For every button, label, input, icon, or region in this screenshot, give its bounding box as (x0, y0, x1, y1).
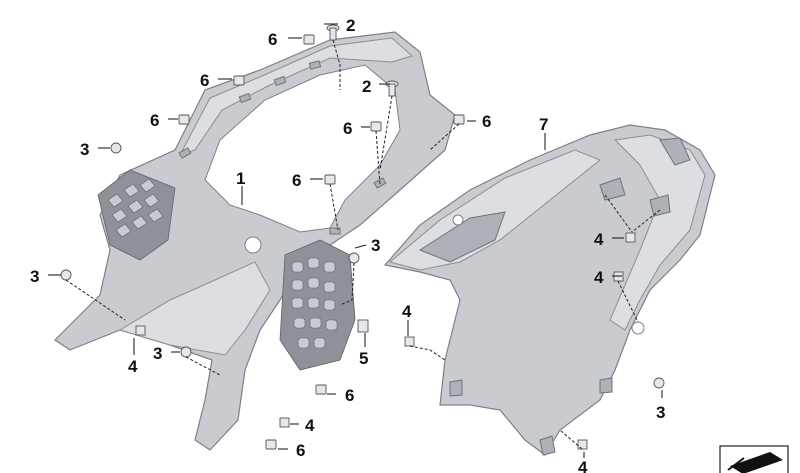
callout-3: 3 (30, 267, 39, 286)
callout-3: 3 (80, 140, 89, 159)
clip-6-f[interactable] (324, 174, 336, 185)
screw-3-a[interactable] (110, 142, 122, 154)
clip-6-e[interactable] (453, 114, 465, 125)
clip-5[interactable] (357, 319, 369, 333)
callout-2: 2 (362, 77, 371, 96)
callout-3: 3 (371, 236, 380, 255)
nut-4-f[interactable] (577, 439, 588, 450)
callout-labels: 6 2 6 2 6 6 6 7 3 1 6 3 4 3 4 4 4 5 3 6 … (30, 16, 665, 473)
nut-4-b[interactable] (625, 232, 636, 243)
rear-frame-cover-part[interactable] (54, 31, 456, 451)
callout-7: 7 (539, 115, 548, 134)
callout-6: 6 (296, 441, 305, 460)
kit-icon[interactable] (719, 445, 789, 473)
callout-4: 4 (305, 416, 315, 435)
callout-6: 6 (268, 30, 277, 49)
callout-3: 3 (153, 344, 162, 363)
callout-6: 6 (150, 111, 159, 130)
callout-4: 4 (402, 302, 412, 321)
screw-3-c[interactable] (60, 269, 72, 281)
callout-5: 5 (359, 349, 368, 368)
side-cover-part[interactable] (383, 124, 716, 456)
callout-6: 6 (343, 119, 352, 138)
callout-4: 4 (128, 357, 138, 376)
screw-3-b[interactable] (348, 252, 360, 264)
screw-3-e[interactable] (653, 377, 665, 389)
nut-4-e[interactable] (279, 417, 290, 428)
clip-6-a[interactable] (303, 34, 315, 45)
clip-6-h[interactable] (265, 439, 277, 450)
nut-4-d[interactable] (404, 336, 415, 347)
screw-2-top[interactable] (326, 24, 340, 41)
callout-4: 4 (594, 230, 604, 249)
callout-4: 4 (594, 268, 604, 287)
callout-6: 6 (200, 71, 209, 90)
callout-1: 1 (236, 169, 245, 188)
callout-6: 6 (292, 171, 301, 190)
callout-2: 2 (346, 16, 355, 35)
callout-6: 6 (345, 386, 354, 405)
callout-4: 4 (578, 458, 588, 473)
clip-6-b[interactable] (233, 75, 245, 86)
callout-6: 6 (482, 112, 491, 131)
clip-6-d[interactable] (370, 121, 382, 132)
screw-2-mid[interactable] (385, 80, 399, 97)
screw-3-d[interactable] (180, 346, 192, 358)
nut-4-a[interactable] (135, 325, 146, 336)
clip-6-c[interactable] (178, 114, 190, 125)
leader-lines (48, 23, 663, 458)
callout-3: 3 (656, 403, 665, 422)
clip-6-g[interactable] (315, 384, 327, 395)
